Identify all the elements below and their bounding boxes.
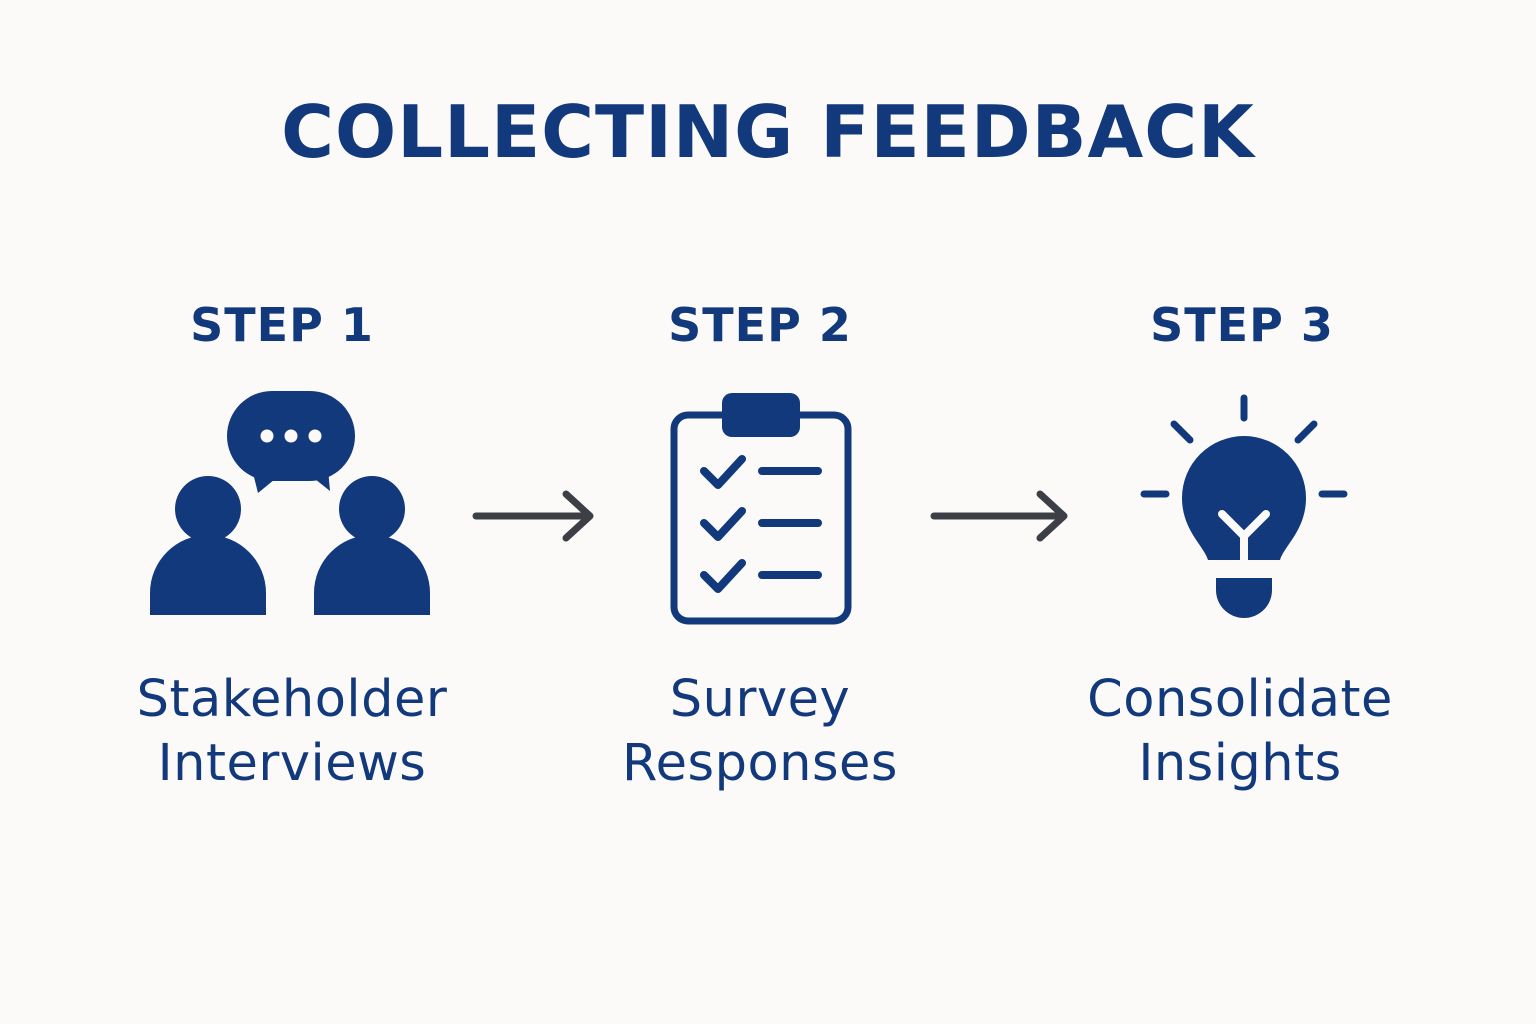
step-1-description: Stakeholder Interviews (82, 668, 502, 796)
step-2-description: Survey Responses (550, 668, 970, 796)
diagram-title: COLLECTING FEEDBACK (281, 90, 1255, 174)
step-3-label: STEP 3 (1150, 298, 1334, 352)
lightbulb-icon (1140, 394, 1348, 618)
arrow-right-icon (930, 490, 1068, 542)
step-2-label: STEP 2 (668, 298, 852, 352)
step-2-text-line1: Survey (669, 670, 851, 729)
step-1-label: STEP 1 (190, 298, 374, 352)
people-conversation-icon (150, 391, 430, 615)
step-1-text-line2: Interviews (157, 734, 427, 793)
step-1-text-line1: Stakeholder (136, 670, 448, 729)
step-3-text-line1: Consolidate (1087, 670, 1393, 729)
step-2-text-line2: Responses (621, 734, 898, 793)
arrow-right-icon (472, 490, 594, 542)
clipboard-checklist-icon (670, 393, 852, 625)
step-3-description: Consolidate Insights (1030, 668, 1450, 796)
step-3-text-line2: Insights (1138, 734, 1342, 793)
